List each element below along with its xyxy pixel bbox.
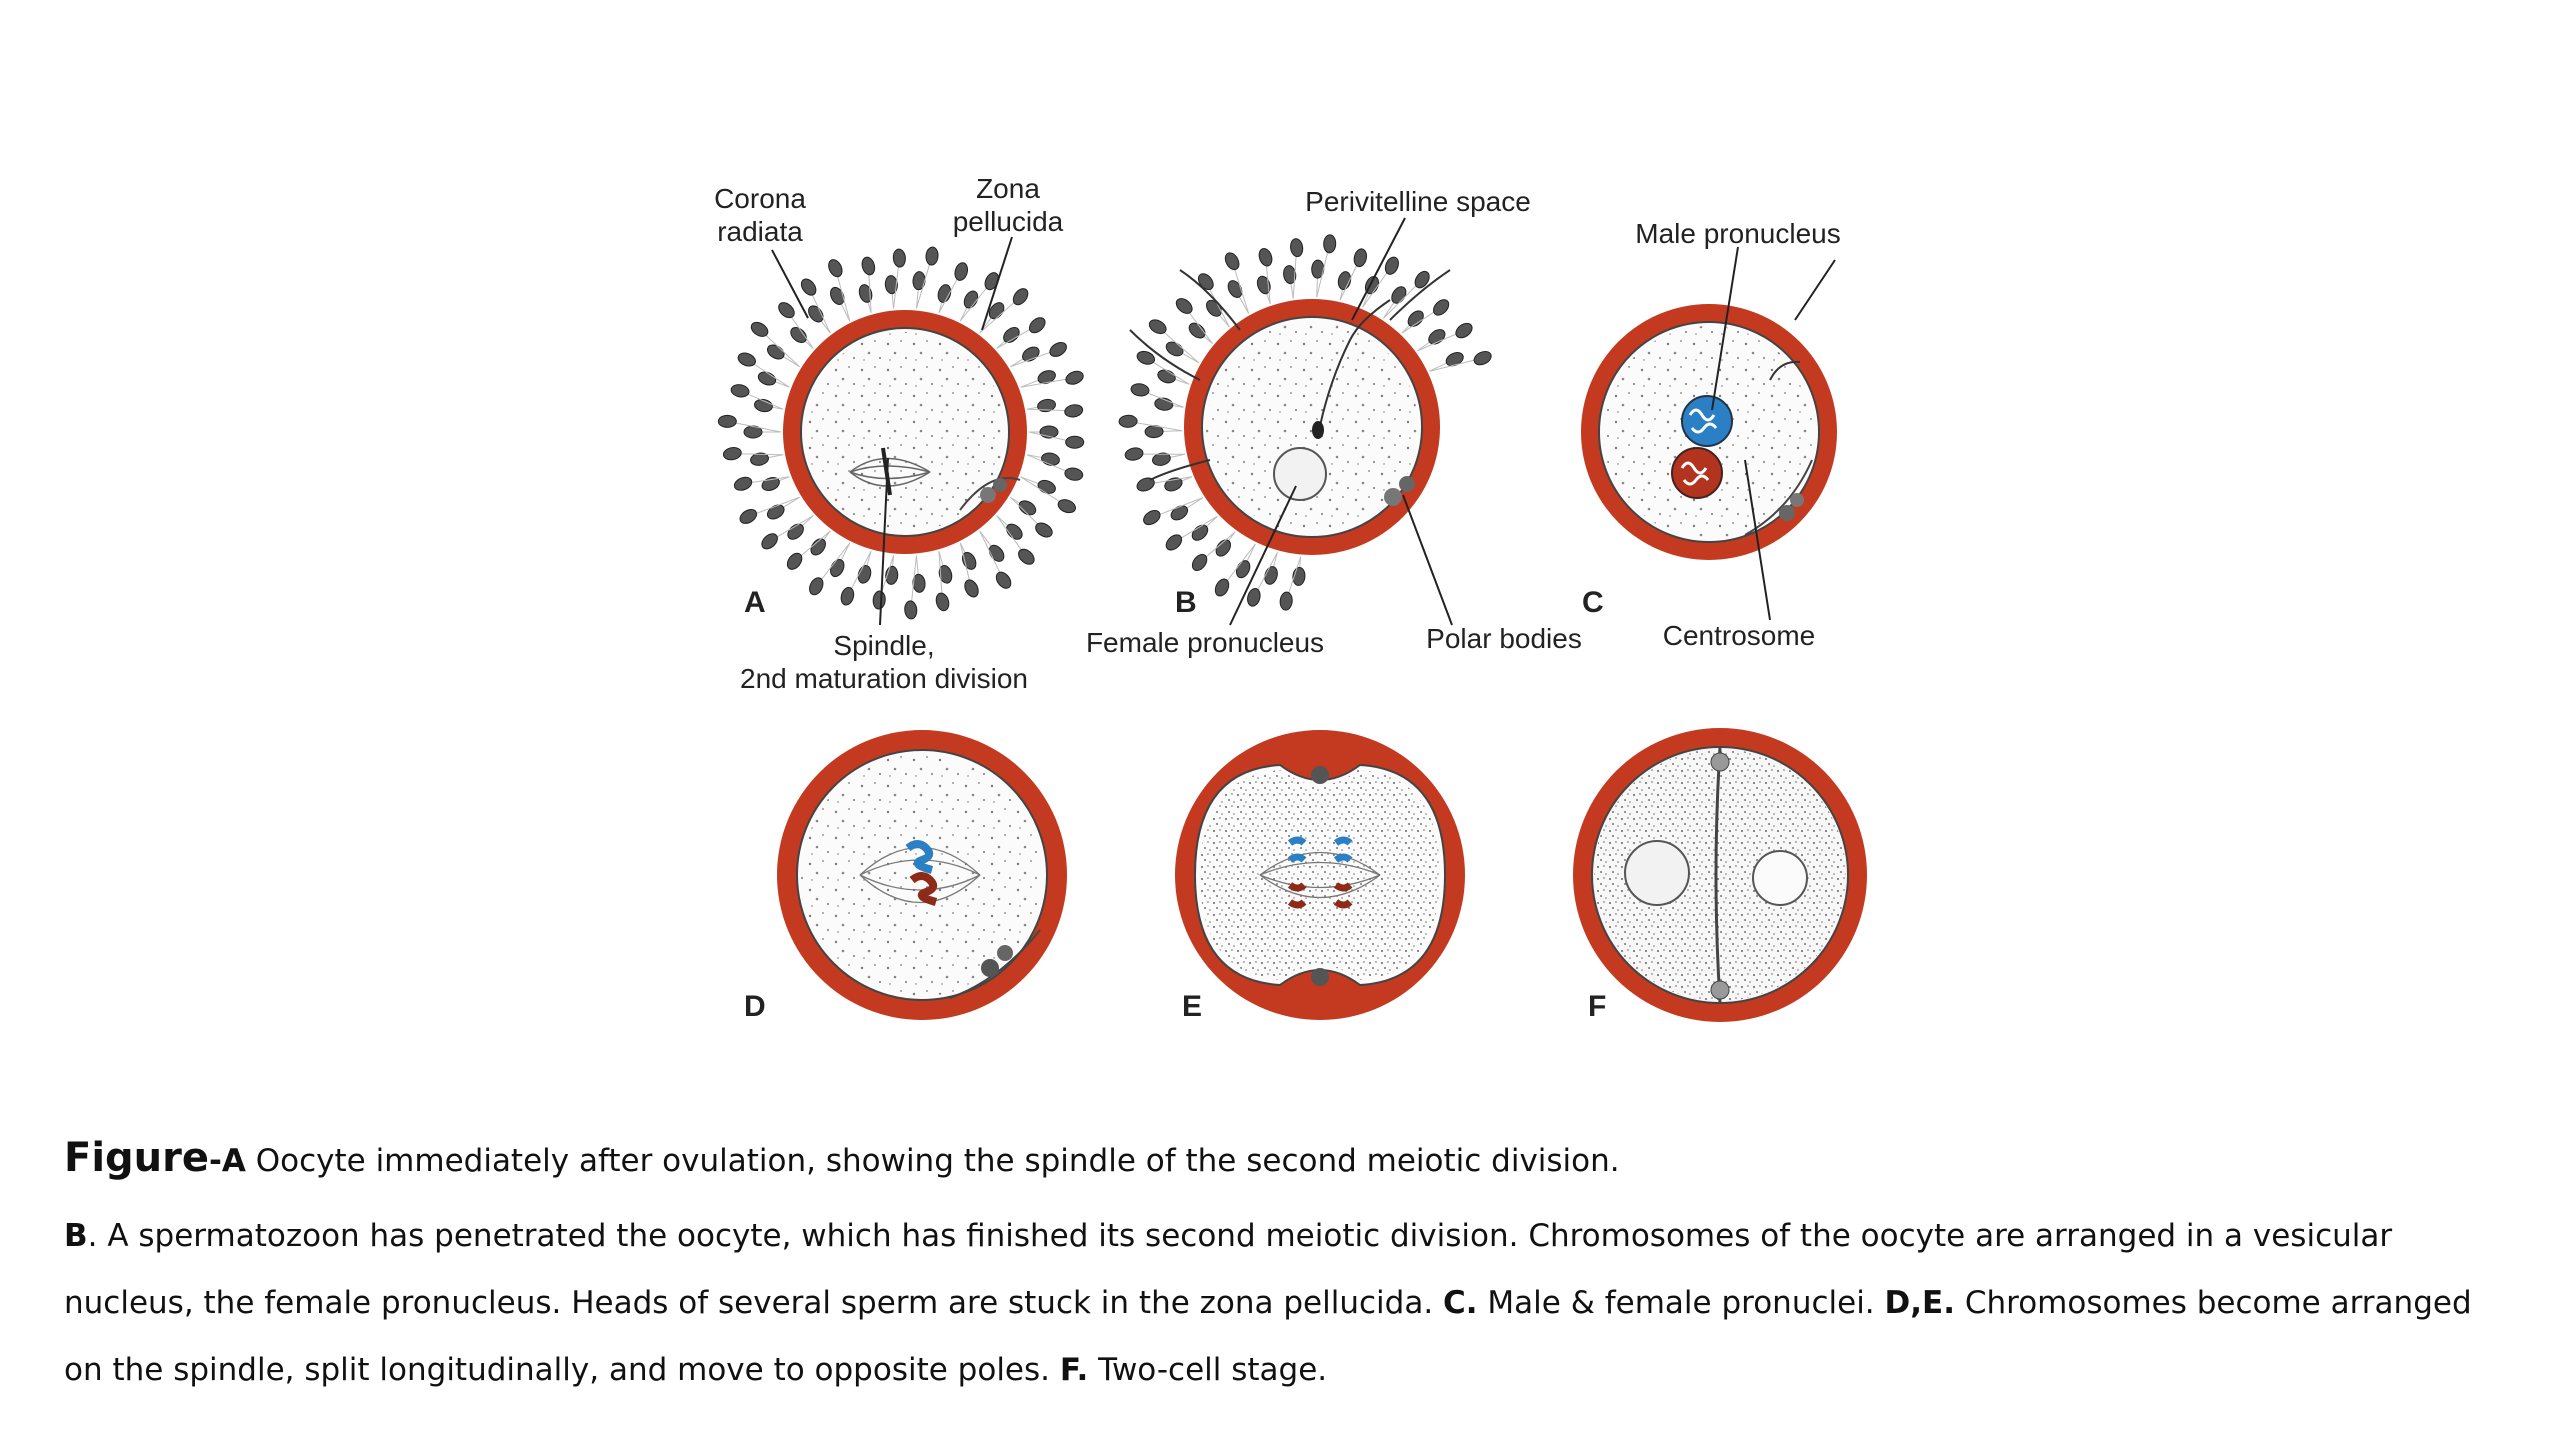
label-polar-bodies: Polar bodies (1426, 623, 1582, 654)
panel-f-two-cell (1573, 728, 1867, 1022)
polar-body-top (1311, 766, 1329, 784)
label-male-pronucleus: Male pronucleus (1635, 218, 1840, 249)
label-spindle-line2: 2nd maturation division (740, 663, 1028, 694)
caption-paragraph: B. A spermatozoon has penetrated the ooc… (64, 1203, 2504, 1404)
panel-letter-f: F (1588, 990, 1606, 1023)
caption-line-a: Figure-A Oocyte immediately after ovulat… (64, 1125, 2504, 1195)
panel-letter-d: D (744, 990, 766, 1023)
panel-e-zygote (1175, 730, 1465, 1020)
cytoplasm-stipple (805, 332, 1005, 532)
polar-body-top (1711, 753, 1729, 771)
panel-b-oocyte (1119, 235, 1493, 611)
panel-letter-b: B (1175, 586, 1197, 619)
panel-d-zygote (777, 730, 1067, 1020)
label-centrosome: Centrosome (1663, 620, 1816, 651)
female-pronucleus (1274, 448, 1326, 500)
caption-a-dash: - (209, 1143, 222, 1179)
panel-a-oocyte (718, 247, 1085, 620)
caption-figure-word: Figure (64, 1135, 209, 1181)
caption-b-letter: B (64, 1218, 88, 1254)
panel-letter-e: E (1182, 990, 1202, 1023)
label-corona-line1: Corona (714, 183, 806, 214)
polar-body-bottom (1311, 968, 1329, 986)
label-female-pronucleus: Female pronucleus (1086, 627, 1324, 658)
panel-letter-c: C (1582, 586, 1604, 619)
polar-body-bottom (1711, 981, 1729, 999)
panel-c-oocyte (1581, 260, 1837, 560)
label-zona-line1: Zona (976, 173, 1040, 204)
caption-f-text: Two-cell stage. (1088, 1352, 1327, 1388)
sperm-head (1312, 421, 1324, 439)
blastomere-nucleus-right (1753, 851, 1807, 905)
cytoplasm-stipple (1200, 770, 1440, 980)
caption-c-text: Male & female pronuclei. (1478, 1285, 1885, 1321)
panel-letter-a: A (744, 586, 766, 619)
caption-de-letter: D,E. (1885, 1285, 1955, 1321)
blastomere-nucleus-left (1625, 841, 1689, 905)
caption-f-letter: F. (1060, 1352, 1088, 1388)
caption-a-text: Oocyte immediately after ovulation, show… (246, 1143, 1620, 1179)
label-corona-line2: radiata (717, 216, 803, 247)
label-perivitelline: Perivitelline space (1305, 186, 1531, 217)
caption-a-letter: A (222, 1143, 246, 1179)
label-spindle-line1: Spindle, (833, 630, 934, 661)
label-zona-line2: pellucida (953, 206, 1064, 237)
caption-c-letter: C. (1443, 1285, 1478, 1321)
